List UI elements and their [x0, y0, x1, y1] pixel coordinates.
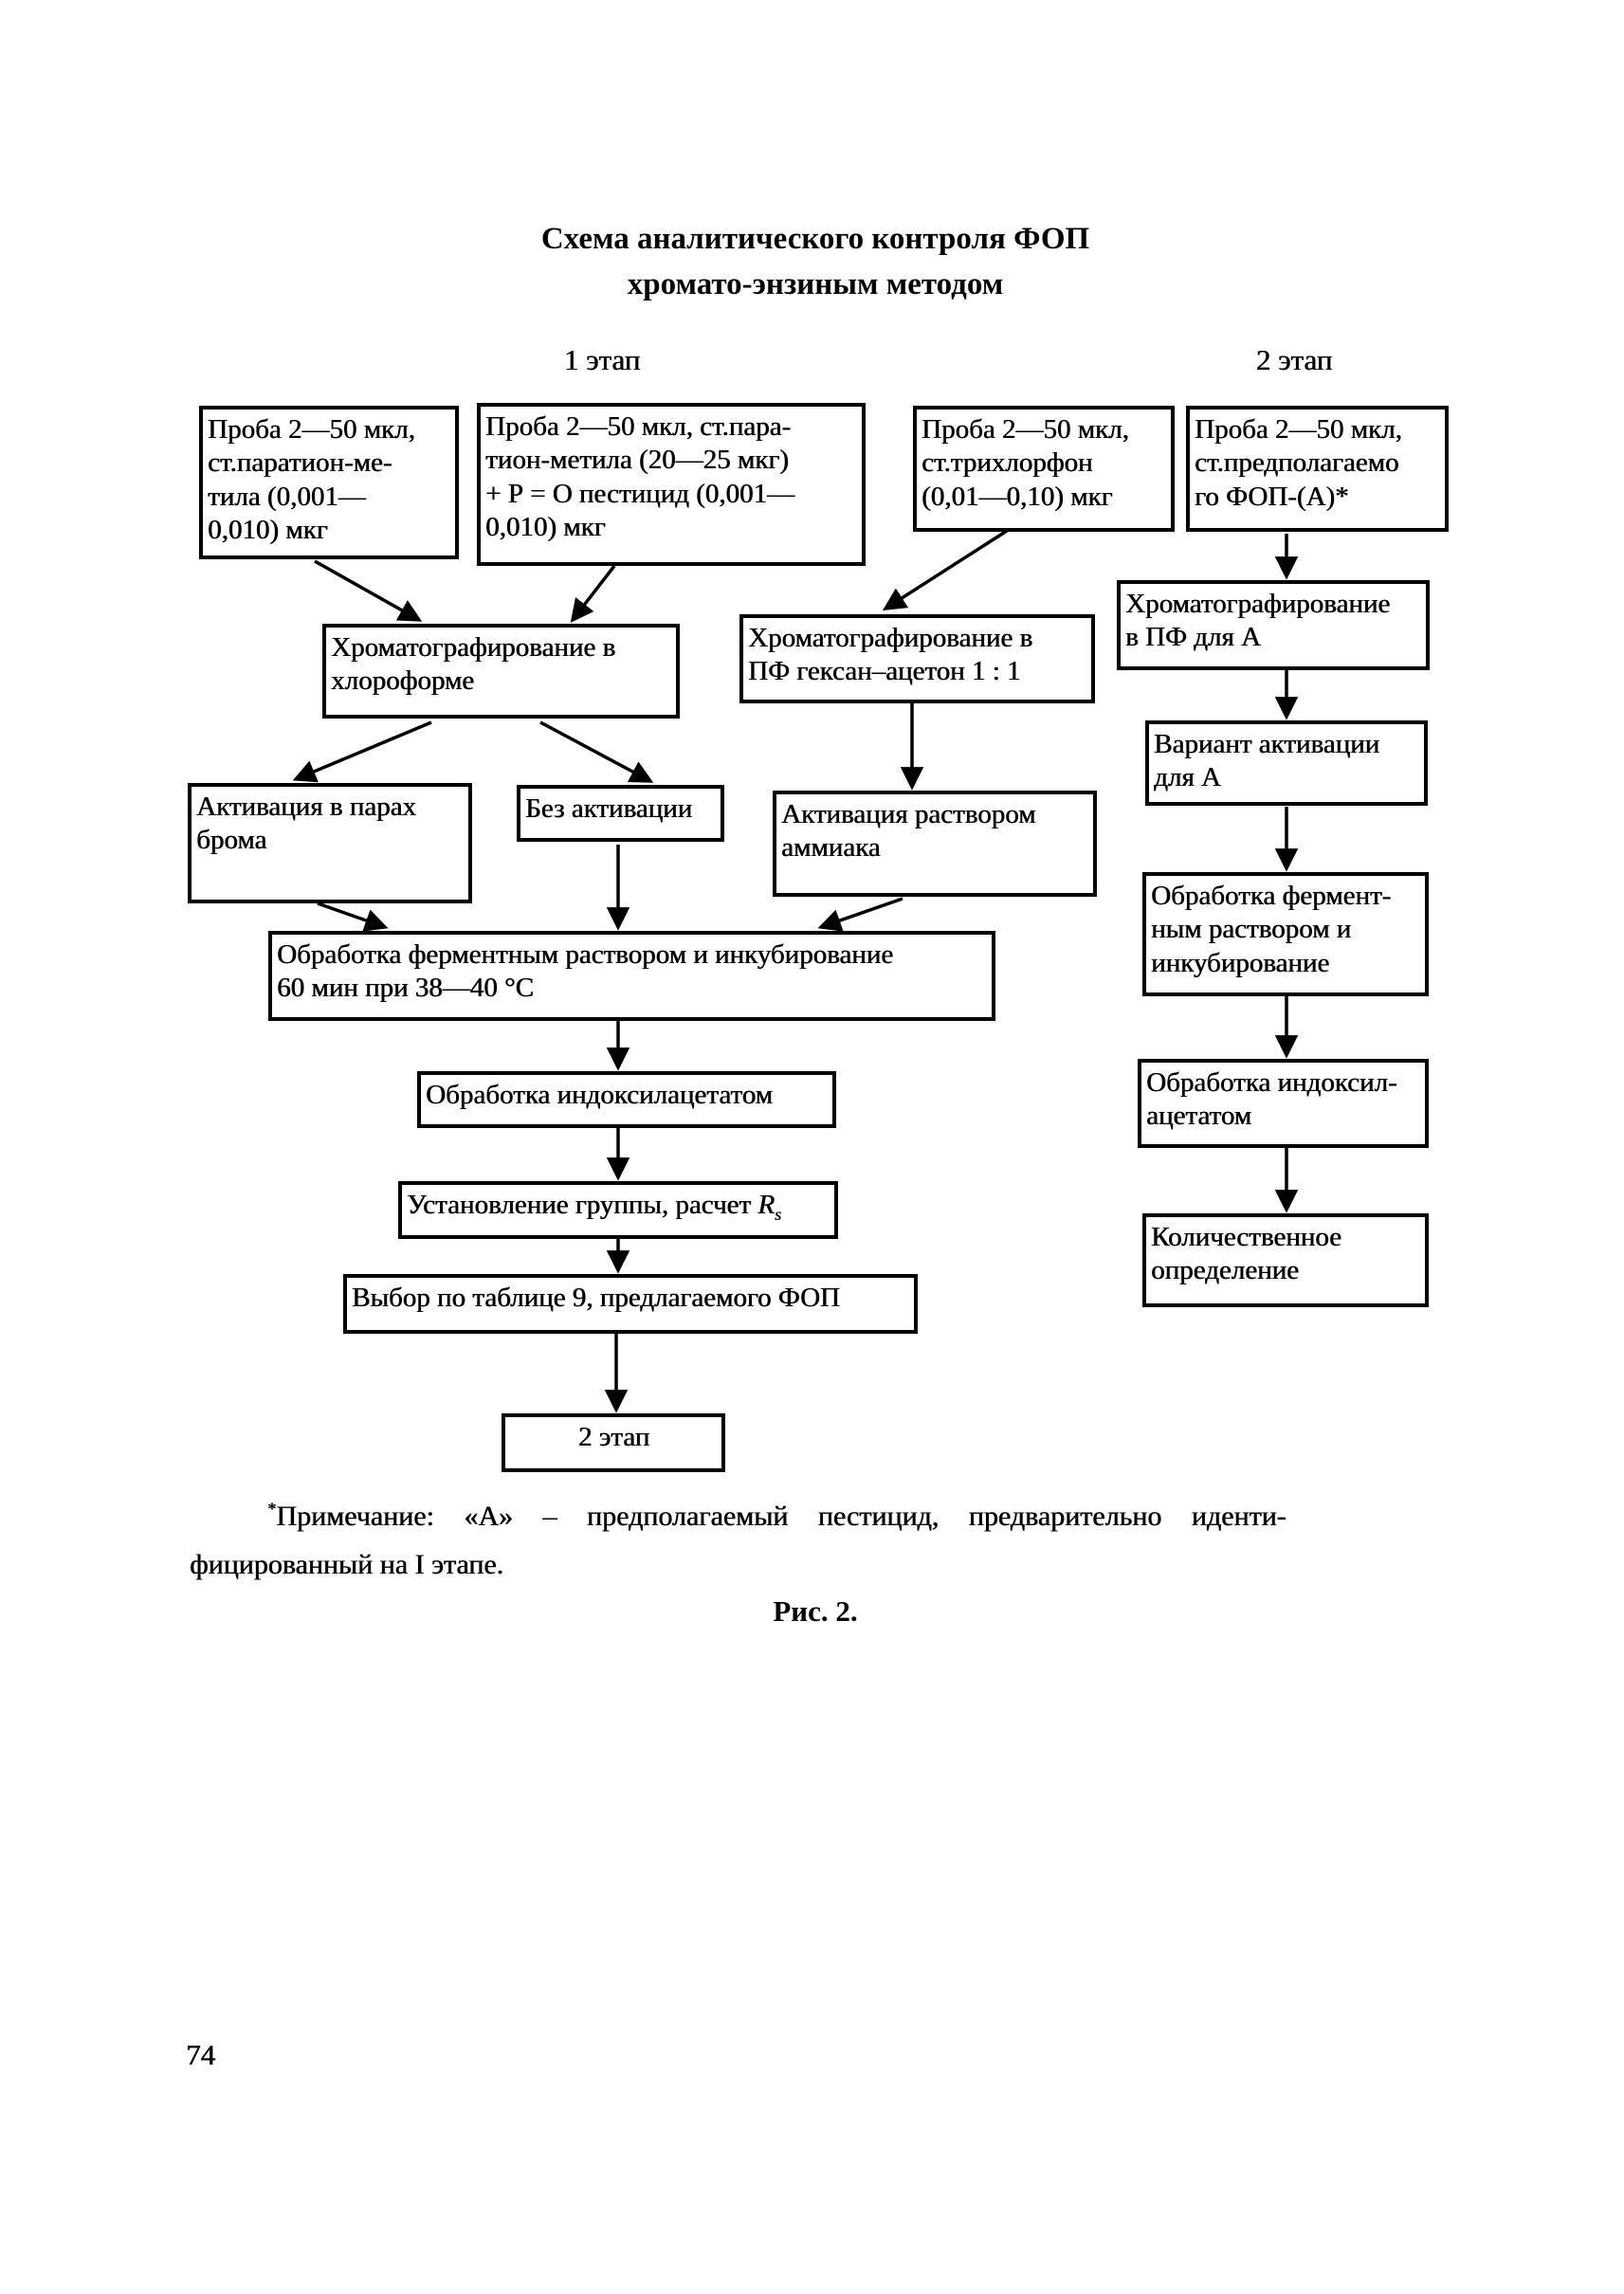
- box-text-line: 0,010) мкг: [208, 515, 328, 546]
- stage-2-label: 2 этап: [1255, 343, 1333, 376]
- box-text-line: (0,01—0,10) мкг: [921, 481, 1113, 512]
- footnote-line2: фицированный на I этапе.: [190, 1549, 504, 1580]
- box-sample-parathion-pesticide: Проба 2—50 мкл, ст.пара- тион-метила (20…: [477, 403, 866, 566]
- rs-symbol-subscript: s: [774, 1204, 781, 1224]
- box-text-line: Активация в парах: [196, 792, 416, 822]
- box-text-line: тион-метила (20—25 мкг): [485, 445, 789, 476]
- arrow-chloroform-to-bromine: [292, 720, 432, 783]
- arrow-bromine-to-enzyme: [317, 901, 389, 932]
- box-text-line: инкубирование: [1151, 947, 1330, 978]
- box-text-line: 0,010) мкг: [485, 512, 606, 543]
- footnote-line1: *Примечание: «А» – предполагаемый пестиц…: [190, 1500, 1441, 1533]
- box-quantitative-determination: Количественное определение: [1142, 1213, 1429, 1307]
- box-text-line: брома: [196, 825, 267, 856]
- box-text-line: Проба 2—50 мкл,: [208, 414, 415, 445]
- box-text-line: хлороформе: [331, 665, 475, 697]
- box-text-line: для А: [1154, 762, 1221, 793]
- arrow-sample3-to-chrom-hexane: [882, 529, 1008, 610]
- box-text-line: тила (0,001—: [208, 481, 366, 512]
- box-text-line: го ФОП-(А)*: [1195, 481, 1349, 512]
- box-text-line: Вариант активации: [1154, 729, 1380, 759]
- arrow-chloroform-to-no-activation: [539, 720, 654, 783]
- box-text-line: ПФ гексан–ацетон 1 : 1: [748, 656, 1021, 687]
- box-group-determination-rs: Установление группы, расчет Rs: [398, 1181, 838, 1239]
- box-no-activation: Без активации: [517, 785, 724, 842]
- box-text-line: Хроматографирование: [1125, 589, 1391, 619]
- box-sample-parathion-methyl: Проба 2—50 мкл, ст.паратион-ме- тила (0,…: [199, 406, 459, 559]
- box-text-line: Обработка индоксилацетатом: [426, 1080, 773, 1110]
- box-text-line: ным раствором и: [1151, 914, 1352, 945]
- box-text-line: в ПФ для А: [1125, 622, 1261, 653]
- page-number: 74: [186, 2038, 215, 2071]
- box-text-line: Обработка фермент-: [1151, 881, 1392, 911]
- box-stage-2-terminal: 2 этап: [502, 1413, 725, 1472]
- box-text-line: Установление группы, расчет Rs: [407, 1189, 830, 1226]
- box-text-line: Проба 2—50 мкл, ст.пара-: [485, 411, 792, 442]
- diagram-title-line2: хромато-энзиным методом: [627, 267, 1004, 301]
- box-text-line: Обработка ферментным раствором и инкубир…: [277, 939, 894, 970]
- box-text-line: Проба 2—50 мкл,: [921, 414, 1129, 445]
- box-text-line: 60 мин при 38—40 °С: [277, 973, 534, 1004]
- footnote-asterisk: *: [267, 1500, 277, 1520]
- box-text-line: Активация раствором: [781, 799, 1036, 829]
- arrow-sample1-to-chrom-chloroform: [314, 559, 423, 622]
- box-text-line: ст.трихлорфон: [921, 447, 1093, 479]
- diagram-title-line1: Схема аналитического контроля ФОП: [540, 222, 1090, 256]
- arrow-sample2-to-chrom-chloroform: [570, 564, 616, 623]
- box-chromatography-chloroform: Хроматографирование в хлороформе: [322, 624, 680, 719]
- box-text-line: определение: [1151, 1255, 1299, 1286]
- arrow-ammonia-to-enzyme: [817, 897, 903, 932]
- box-text-line: Выбор по таблице 9, предлагаемого ФОП: [352, 1283, 840, 1313]
- box-chromatography-hexane-acetone: Хроматографирование в ПФ гексан–ацетон 1…: [739, 614, 1095, 703]
- box-sample-presumed-fop: Проба 2—50 мкл, ст.предполагаемо го ФОП-…: [1186, 406, 1449, 532]
- box-text-line: Без активации: [525, 793, 693, 824]
- stage-1-label: 1 этап: [563, 343, 641, 376]
- box-text-line: Хроматографирование в: [748, 623, 1033, 653]
- box-text-line: ст.паратион-ме-: [208, 447, 392, 479]
- box-sample-trichlorfon: Проба 2—50 мкл, ст.трихлорфон (0,01—0,10…: [913, 406, 1175, 532]
- box-indoxyl-acetate-stage2: Обработка индоксил- ацетатом: [1138, 1059, 1429, 1148]
- box-text-line: + Р = О пестицид (0,001—: [485, 478, 794, 509]
- box-text-line: ст.предполагаемо: [1195, 447, 1399, 479]
- box-activation-ammonia: Активация раствором аммиака: [773, 791, 1097, 897]
- box-chromatography-pf-for-a: Хроматографирование в ПФ для А: [1117, 580, 1430, 670]
- box-activation-variant-for-a: Вариант активации для А: [1145, 720, 1428, 806]
- footnote-text1: Примечание: «А» – предполагаемый пестици…: [276, 1501, 1286, 1532]
- rs-symbol: R: [757, 1190, 775, 1220]
- box-text-line: Проба 2—50 мкл,: [1195, 414, 1402, 445]
- box-text-line: Обработка индоксил-: [1146, 1067, 1397, 1098]
- box-activation-bromine-vapors: Активация в парах брома: [188, 783, 472, 903]
- rs-label-prefix: Установление группы, расчет: [407, 1190, 758, 1220]
- box-table9-selection: Выбор по таблице 9, предлагаемого ФОП: [343, 1274, 918, 1334]
- box-text-line: ацетатом: [1146, 1101, 1252, 1132]
- box-text-line: аммиака: [781, 832, 881, 864]
- box-enzyme-treatment-stage2: Обработка фермент- ным раствором и инкуб…: [1142, 872, 1429, 996]
- box-indoxyl-acetate-stage1: Обработка индоксилацетатом: [417, 1071, 836, 1128]
- box-enzyme-treatment-incubation: Обработка ферментным раствором и инкубир…: [268, 931, 995, 1021]
- box-text-line: Количественное: [1151, 1222, 1341, 1252]
- figure-caption: Рис. 2.: [773, 1594, 858, 1628]
- box-text-line: 2 этап: [577, 1422, 650, 1452]
- box-text-line: Хроматографирование в: [331, 632, 616, 663]
